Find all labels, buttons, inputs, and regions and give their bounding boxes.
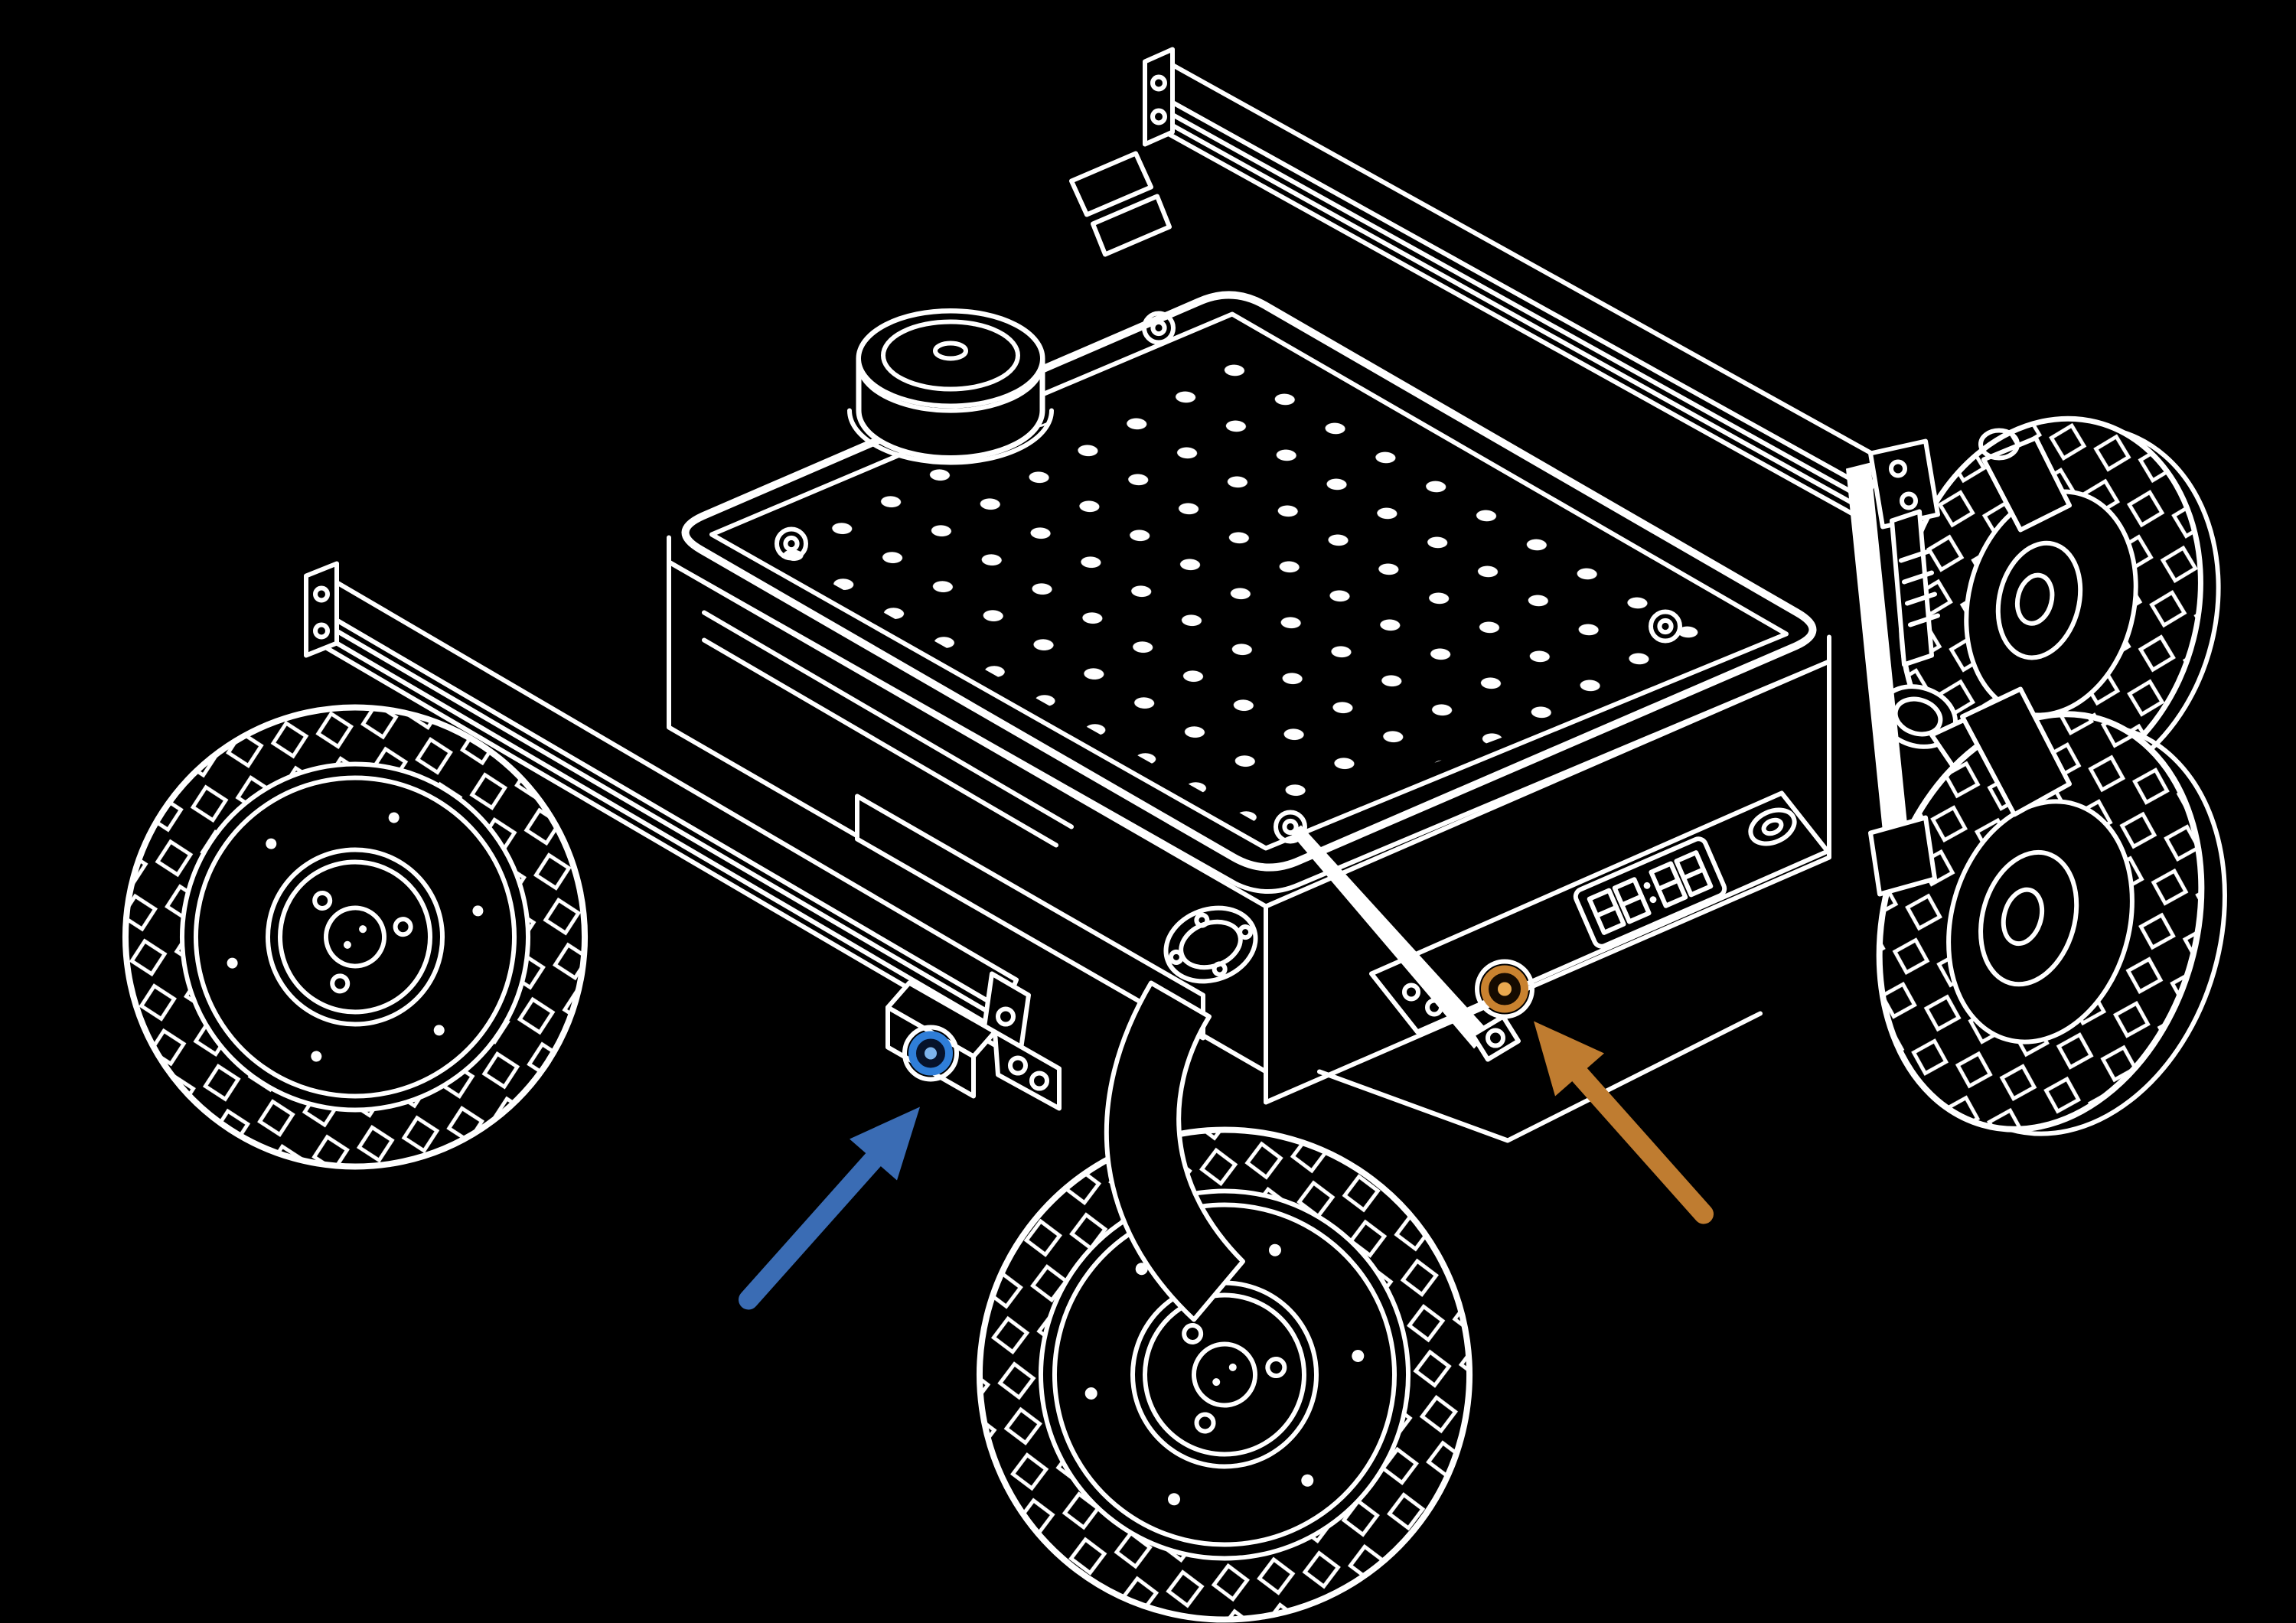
wheel-rear-right (1899, 416, 2221, 793)
blue-connector-button (902, 1025, 959, 1082)
skid-edge (1317, 1011, 1763, 1143)
round-connector (1029, 1071, 1049, 1091)
orange-arrow (1534, 1021, 1714, 1224)
wheel-front-left (977, 1126, 1473, 1623)
whip-antenna (1290, 825, 1521, 1062)
fork-pivot-front-left (1163, 905, 1258, 984)
orange-panel-button (1475, 959, 1534, 1019)
caster-fork-front-right (1960, 686, 2072, 817)
headlight (1748, 807, 1797, 846)
battery-door (855, 794, 1205, 1041)
spring-coils (1899, 549, 1940, 627)
whip-antenna-mount (1470, 1014, 1521, 1062)
wheel-rear-left (122, 704, 588, 1170)
frame-rails (702, 610, 1074, 848)
tread (1901, 419, 2201, 788)
caster-fork-front-left (1104, 980, 1245, 1322)
tread (1879, 714, 2202, 1129)
blue-connector-block (885, 980, 1062, 1111)
wheel-front-right (1876, 711, 2227, 1136)
deck-corner-holes (775, 311, 1682, 844)
rail-clamp (1069, 151, 1153, 217)
rail-clamp (1091, 194, 1172, 257)
sidewall-dots (227, 812, 484, 1062)
chassis-left-face (667, 559, 1268, 1074)
rail-end-cap (1143, 47, 1175, 147)
accessory-rail-right (1069, 47, 1940, 530)
rail-slots (316, 618, 1006, 1036)
sidewall-dots (1084, 1243, 1365, 1506)
suspension-post-right (1890, 509, 1940, 667)
status-display (1573, 836, 1727, 949)
antenna-right (1846, 462, 1937, 897)
deck-inner-edge (709, 311, 1789, 851)
deck-plate-thickness (667, 535, 1831, 894)
round-connector (1008, 1055, 1028, 1076)
panel-screw (1402, 983, 1420, 1002)
fork-pivot-rear-right (1978, 428, 2020, 461)
rail-slots (1152, 102, 1873, 516)
chassis-front-face (1264, 659, 1831, 1143)
rail-end-bracket (1868, 438, 1940, 530)
rail-end-cap (304, 561, 339, 658)
antenna-mount (1868, 815, 1937, 897)
sensor-puck (847, 308, 1054, 465)
blue-arrow (739, 1106, 920, 1310)
deck-hole-grid (753, 349, 1745, 827)
